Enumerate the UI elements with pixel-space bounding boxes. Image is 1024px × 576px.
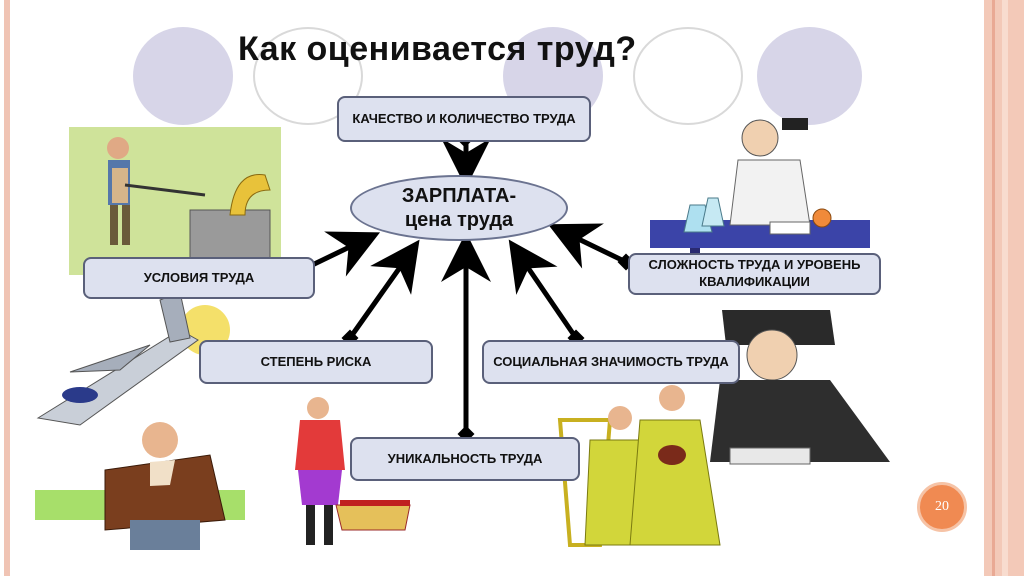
factor-risk-box: СТЕПЕНЬ РИСКА — [199, 340, 433, 384]
factor-social-box: СОЦИАЛЬНАЯ ЗНАЧИМОСТЬ ТРУДА — [482, 340, 740, 384]
steelworker-illustration — [69, 127, 281, 275]
center-node-salary: ЗАРПЛАТА- цена труда — [350, 175, 568, 241]
factor-uniqueness-box: УНИКАЛЬНОСТЬ ТРУДА — [350, 437, 580, 481]
factor-conditions-box: УСЛОВИЯ ТРУДА — [83, 257, 315, 299]
judge-illustration — [710, 310, 890, 464]
chemist-illustration — [650, 118, 870, 268]
factor-quality-box: КАЧЕСТВО И КОЛИЧЕСТВО ТРУДА — [337, 96, 591, 142]
center-line-2: цена труда — [405, 208, 513, 232]
pilot-illustration — [35, 422, 245, 550]
factor-complexity-box: СЛОЖНОСТЬ ТРУДА И УРОВЕНЬ КВАЛИФИКАЦИИ — [628, 253, 881, 295]
page-number-badge: 20 — [917, 482, 967, 532]
musicians-illustration — [560, 385, 720, 545]
center-line-1: ЗАРПЛАТА- — [402, 184, 516, 208]
